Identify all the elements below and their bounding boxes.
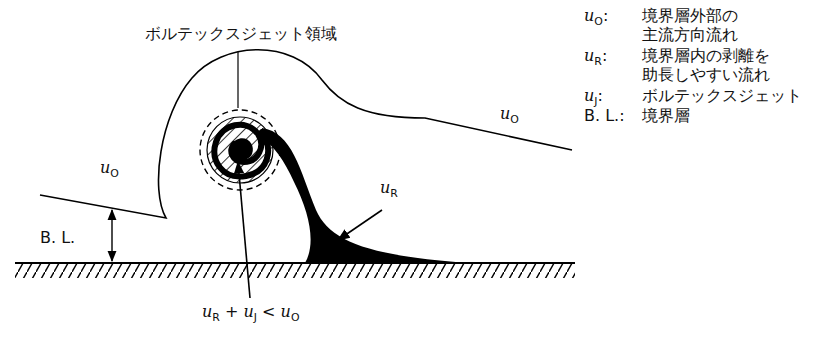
pointer-arrow bbox=[338, 210, 382, 240]
thickness-arrow bbox=[111, 210, 112, 261]
legend-text: 境界層内の剥離を 助長しやすい流れ bbox=[642, 46, 807, 84]
legend-text: 境界層 bbox=[642, 106, 690, 125]
vortex-core bbox=[231, 138, 253, 160]
flow-symbol: uO bbox=[500, 104, 519, 126]
region-label: ボルテックスジェット領域 bbox=[145, 24, 337, 43]
legend-text: ボルテックスジェット bbox=[642, 86, 802, 105]
flow-symbol: uO bbox=[100, 158, 119, 180]
pointer-arrow bbox=[238, 162, 250, 298]
legend-symbol: uR: bbox=[584, 46, 607, 68]
legend-symbol: B. L.: bbox=[584, 106, 625, 125]
legend-text: 境界層外部の 主流方向流れ bbox=[642, 6, 772, 44]
boundary-layer-label: B. L. bbox=[40, 228, 75, 247]
leader-line bbox=[237, 52, 238, 108]
separation-flow-wedge bbox=[262, 128, 470, 263]
vortex-region-hatched bbox=[207, 117, 273, 183]
wall-surface bbox=[15, 262, 575, 264]
legend-symbol: uJ: bbox=[584, 86, 603, 108]
inequality-label: uR + uJ < uO bbox=[200, 302, 301, 324]
wall-hatching bbox=[15, 263, 575, 278]
vortex-spiral bbox=[214, 125, 268, 177]
flow-symbol: uR bbox=[380, 178, 398, 200]
legend-symbol: uO: bbox=[584, 6, 608, 28]
